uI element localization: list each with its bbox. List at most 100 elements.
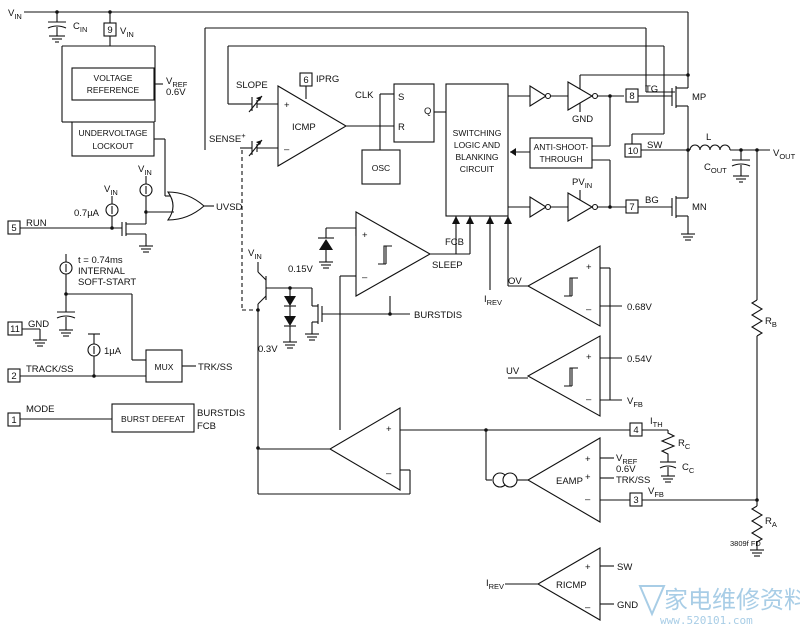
eamp-trkss-label: TRK/SS [616, 475, 650, 486]
diode-2 [284, 316, 296, 326]
fcb-out-label: FCB [197, 421, 216, 432]
voltage-reference-block: VOLTAGE REFERENCE [71, 67, 155, 101]
diode-015v [319, 239, 333, 250]
svg-text:SWITCHING: SWITCHING [453, 128, 502, 138]
diode-1 [284, 296, 296, 306]
svg-text:+: + [362, 230, 368, 241]
svg-text:RICMP: RICMP [556, 580, 587, 591]
fcb-in-label: FCB [445, 237, 464, 248]
cin-capacitor [47, 12, 67, 43]
svg-text:S: S [398, 92, 404, 103]
burst-defeat-block: BURST DEFEAT [111, 403, 195, 433]
v068-label: 0.68V [627, 302, 652, 313]
pin-11: 11 [7, 321, 23, 336]
mn-nmos [671, 150, 695, 241]
figure-code: 3809f FD [730, 539, 761, 548]
watermark: 家电维修资料网 www.520101.com [638, 585, 800, 627]
svg-text:BURST DEFEAT: BURST DEFEAT [121, 414, 185, 424]
current-07-label: 0.7µA [74, 208, 100, 219]
vin-pin9-label: VIN [120, 26, 134, 39]
svg-text:7: 7 [629, 202, 634, 213]
rc-label: RC [678, 438, 691, 451]
vref-label: VREF [166, 76, 188, 89]
svg-text:–: – [586, 394, 592, 405]
ith-label: ITH [650, 416, 663, 429]
svg-text:8: 8 [629, 91, 634, 102]
vin-b-label: VIN [138, 164, 152, 177]
mn-label: MN [692, 202, 707, 213]
run-label: RUN [26, 218, 47, 229]
burstdis-nmos [305, 304, 323, 341]
v054-label: 0.54V [627, 354, 652, 365]
ra-label: RA [765, 516, 777, 529]
softstart-time: t = 0.74ms [78, 255, 123, 266]
mp-label: MP [692, 92, 706, 103]
bg-label: BG [645, 195, 659, 206]
cout-capacitor [731, 150, 751, 183]
bottom-buffer [529, 196, 548, 218]
svg-text:REFERENCE: REFERENCE [87, 85, 140, 95]
svg-text:VOLTAGE: VOLTAGE [94, 73, 133, 83]
irev-a-label: IREV [484, 294, 502, 307]
svg-text:+: + [585, 472, 591, 483]
svg-text:1: 1 [11, 415, 16, 426]
rb-label: RB [765, 316, 777, 329]
svg-text:UNDERVOLTAGE: UNDERVOLTAGE [79, 128, 148, 138]
svg-text:ANTI-SHOOT-: ANTI-SHOOT- [534, 142, 589, 152]
svg-text:11: 11 [10, 324, 20, 335]
svg-text:LOCKOUT: LOCKOUT [92, 141, 133, 151]
cout-label: COUT [704, 162, 727, 175]
svg-text:–: – [284, 144, 290, 155]
svg-text:www.520101.com: www.520101.com [660, 614, 753, 627]
tg-label: TG [645, 84, 658, 95]
ov-label: OV [508, 276, 522, 287]
switching-logic-block: SWITCHING LOGIC AND BLANKING CIRCUIT [445, 83, 509, 217]
vin-top-label: VIN [8, 8, 22, 21]
anti-shoot-through-block: ANTI-SHOOT- THROUGH [529, 137, 593, 169]
svg-text:+: + [284, 100, 290, 111]
oscillator-block: OSC [361, 149, 401, 185]
svg-text:5: 5 [11, 223, 16, 234]
svg-text:MUX: MUX [155, 362, 174, 372]
svg-text:+: + [386, 424, 392, 435]
svg-text:+: + [586, 262, 592, 273]
current-1u-label: 1µA [104, 346, 122, 357]
mux-trkss-label: TRK/SS [198, 362, 232, 373]
svg-text:THROUGH: THROUGH [540, 154, 583, 164]
vout-label: VOUT [773, 148, 796, 161]
sense-label: SENSE+ [209, 131, 246, 145]
svg-text:4: 4 [633, 425, 638, 436]
uvsd-label: UVSD [216, 202, 243, 213]
gnd-driver-label: GND [572, 114, 593, 125]
ricmp-gnd-label: GND [617, 600, 638, 611]
burstdis-in-label: BURSTDIS [414, 310, 462, 321]
svg-text:–: – [586, 304, 592, 315]
track-ss-label: TRACK/SS [26, 364, 74, 375]
burst-amplifier: + – [328, 407, 401, 491]
burstdis-out-label: BURSTDIS [197, 408, 245, 419]
mp-pmos [671, 84, 689, 150]
eamp-06-label: 0.6V [616, 464, 636, 475]
svg-text:+: + [585, 562, 591, 573]
svg-text:R: R [398, 122, 405, 133]
svg-text:+: + [586, 352, 592, 363]
pin-1: 1 [7, 412, 21, 427]
undervoltage-lockout-block: UNDERVOLTAGE LOCKOUT [71, 121, 155, 157]
inductor-l [689, 144, 731, 151]
svg-text:家电维修资料网: 家电维修资料网 [664, 586, 800, 614]
svg-text:CIRCUIT: CIRCUIT [460, 164, 494, 174]
v03-label: 0.3V [258, 344, 278, 355]
svg-text:2: 2 [11, 371, 16, 382]
sense-offset-source [240, 139, 278, 157]
mode-label: MODE [26, 404, 55, 415]
pin-7: 7 [625, 199, 639, 214]
iprg-label: IPRG [316, 74, 339, 85]
svg-text:–: – [386, 468, 392, 479]
vfb-b-label: VFB [648, 486, 664, 499]
svg-text:10: 10 [628, 146, 639, 157]
pin-3: 3 [629, 492, 643, 507]
resistor-rb [750, 299, 764, 337]
uv-comparator: + – [526, 335, 601, 417]
gm-current-source [492, 472, 518, 488]
